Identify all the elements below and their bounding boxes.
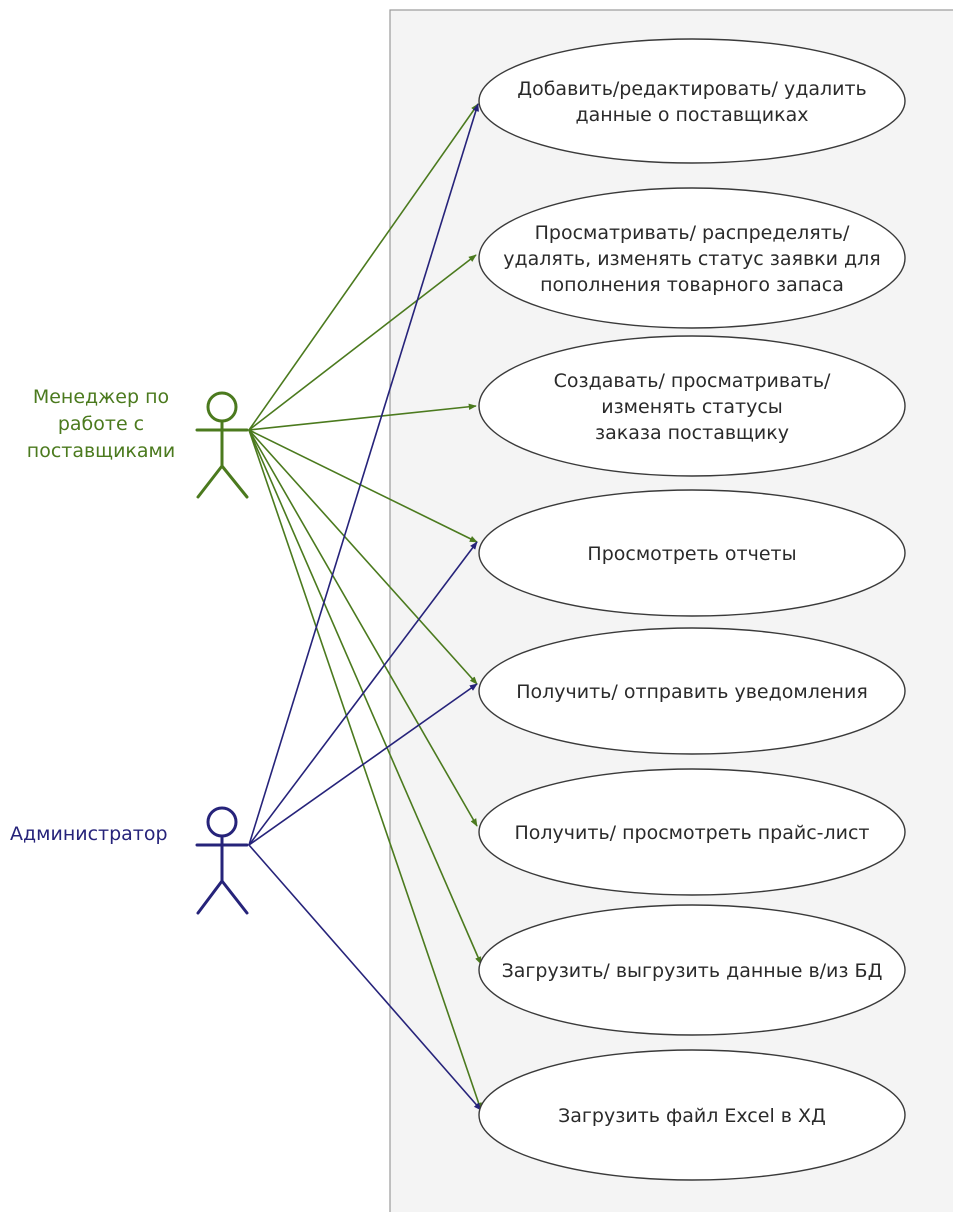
use-case-ellipse[interactable] (478, 489, 906, 617)
use-case-ellipse[interactable] (478, 187, 906, 329)
use-case-ellipse[interactable] (478, 335, 906, 477)
manager-association-uc7 (248, 429, 482, 965)
use-case-label: заказа поставщику (595, 422, 789, 444)
manager-association-uc8 (248, 429, 482, 1111)
manager-association-uc6 (248, 429, 478, 827)
use-case-ellipse[interactable] (478, 904, 906, 1036)
use-case-label: Получить/ просмотреть прайс-лист (515, 822, 870, 844)
use-case-label: Просмотреть отчеты (587, 543, 796, 565)
manager-actor-label: Менеджер по работе с поставщиками (8, 384, 194, 465)
use-case-label: Получить/ отправить уведомления (516, 681, 868, 703)
admin-label-line: Администратор (10, 823, 168, 845)
use-case-uc2[interactable]: Просматривать/ распределять/удалять, изм… (478, 187, 906, 329)
admin-actor-icon[interactable] (195, 806, 249, 915)
manager-label-line: работе с (57, 413, 145, 435)
manager-label-line: поставщиками (26, 440, 176, 462)
use-case-label: изменять статусы (601, 396, 783, 418)
manager-label-line: Менеджер по (32, 386, 170, 408)
admin-association-uc8 (248, 844, 482, 1111)
use-case-label: Просматривать/ распределять/ (535, 222, 850, 244)
manager-association-uc4 (248, 429, 478, 543)
use-case-uc4[interactable]: Просмотреть отчеты (478, 489, 906, 617)
use-case-ellipse[interactable] (478, 38, 906, 164)
use-case-uc1[interactable]: Добавить/редактировать/ удалить данные о … (478, 38, 906, 164)
manager-association-uc5 (248, 429, 478, 685)
use-case-ellipse[interactable] (478, 1049, 906, 1181)
use-case-uc3[interactable]: Создавать/ просматривать/изменять статус… (478, 335, 906, 477)
association-links (248, 103, 482, 1111)
use-case-label: Загрузить файл Excel в ХД (558, 1105, 826, 1127)
manager-association-uc1 (248, 103, 479, 431)
manager-association-uc2 (248, 254, 477, 431)
use-case-uc6[interactable]: Получить/ просмотреть прайс-лист (478, 768, 906, 896)
use-case-label: Добавить/редактировать/ удалить (517, 78, 866, 100)
use-case-label: удалять, изменять статус заявки для (503, 248, 880, 270)
use-case-label: Загрузить/ выгрузить данные в/из БД (502, 960, 883, 982)
use-case-uc8[interactable]: Загрузить файл Excel в ХД (478, 1049, 906, 1181)
use-case-ellipse[interactable] (478, 627, 906, 755)
admin-association-uc1 (248, 103, 479, 846)
manager-actor-icon[interactable] (195, 391, 249, 499)
admin-association-uc4 (248, 541, 478, 846)
use-case-uc7[interactable]: Загрузить/ выгрузить данные в/из БД (478, 904, 906, 1036)
manager-association-uc3 (248, 403, 477, 431)
use-case-label: Создавать/ просматривать/ (554, 370, 831, 392)
use-case-ellipse[interactable] (478, 768, 906, 896)
use-case-uc5[interactable]: Получить/ отправить уведомления (478, 627, 906, 755)
use-case-label: данные о поставщиках (575, 104, 808, 126)
use-case-ellipses: Добавить/редактировать/ удалить данные о … (478, 38, 906, 1181)
admin-association-uc5 (248, 683, 478, 846)
use-case-label: пополнения товарного запаса (540, 274, 844, 296)
admin-actor-label: Администратор (10, 821, 186, 848)
